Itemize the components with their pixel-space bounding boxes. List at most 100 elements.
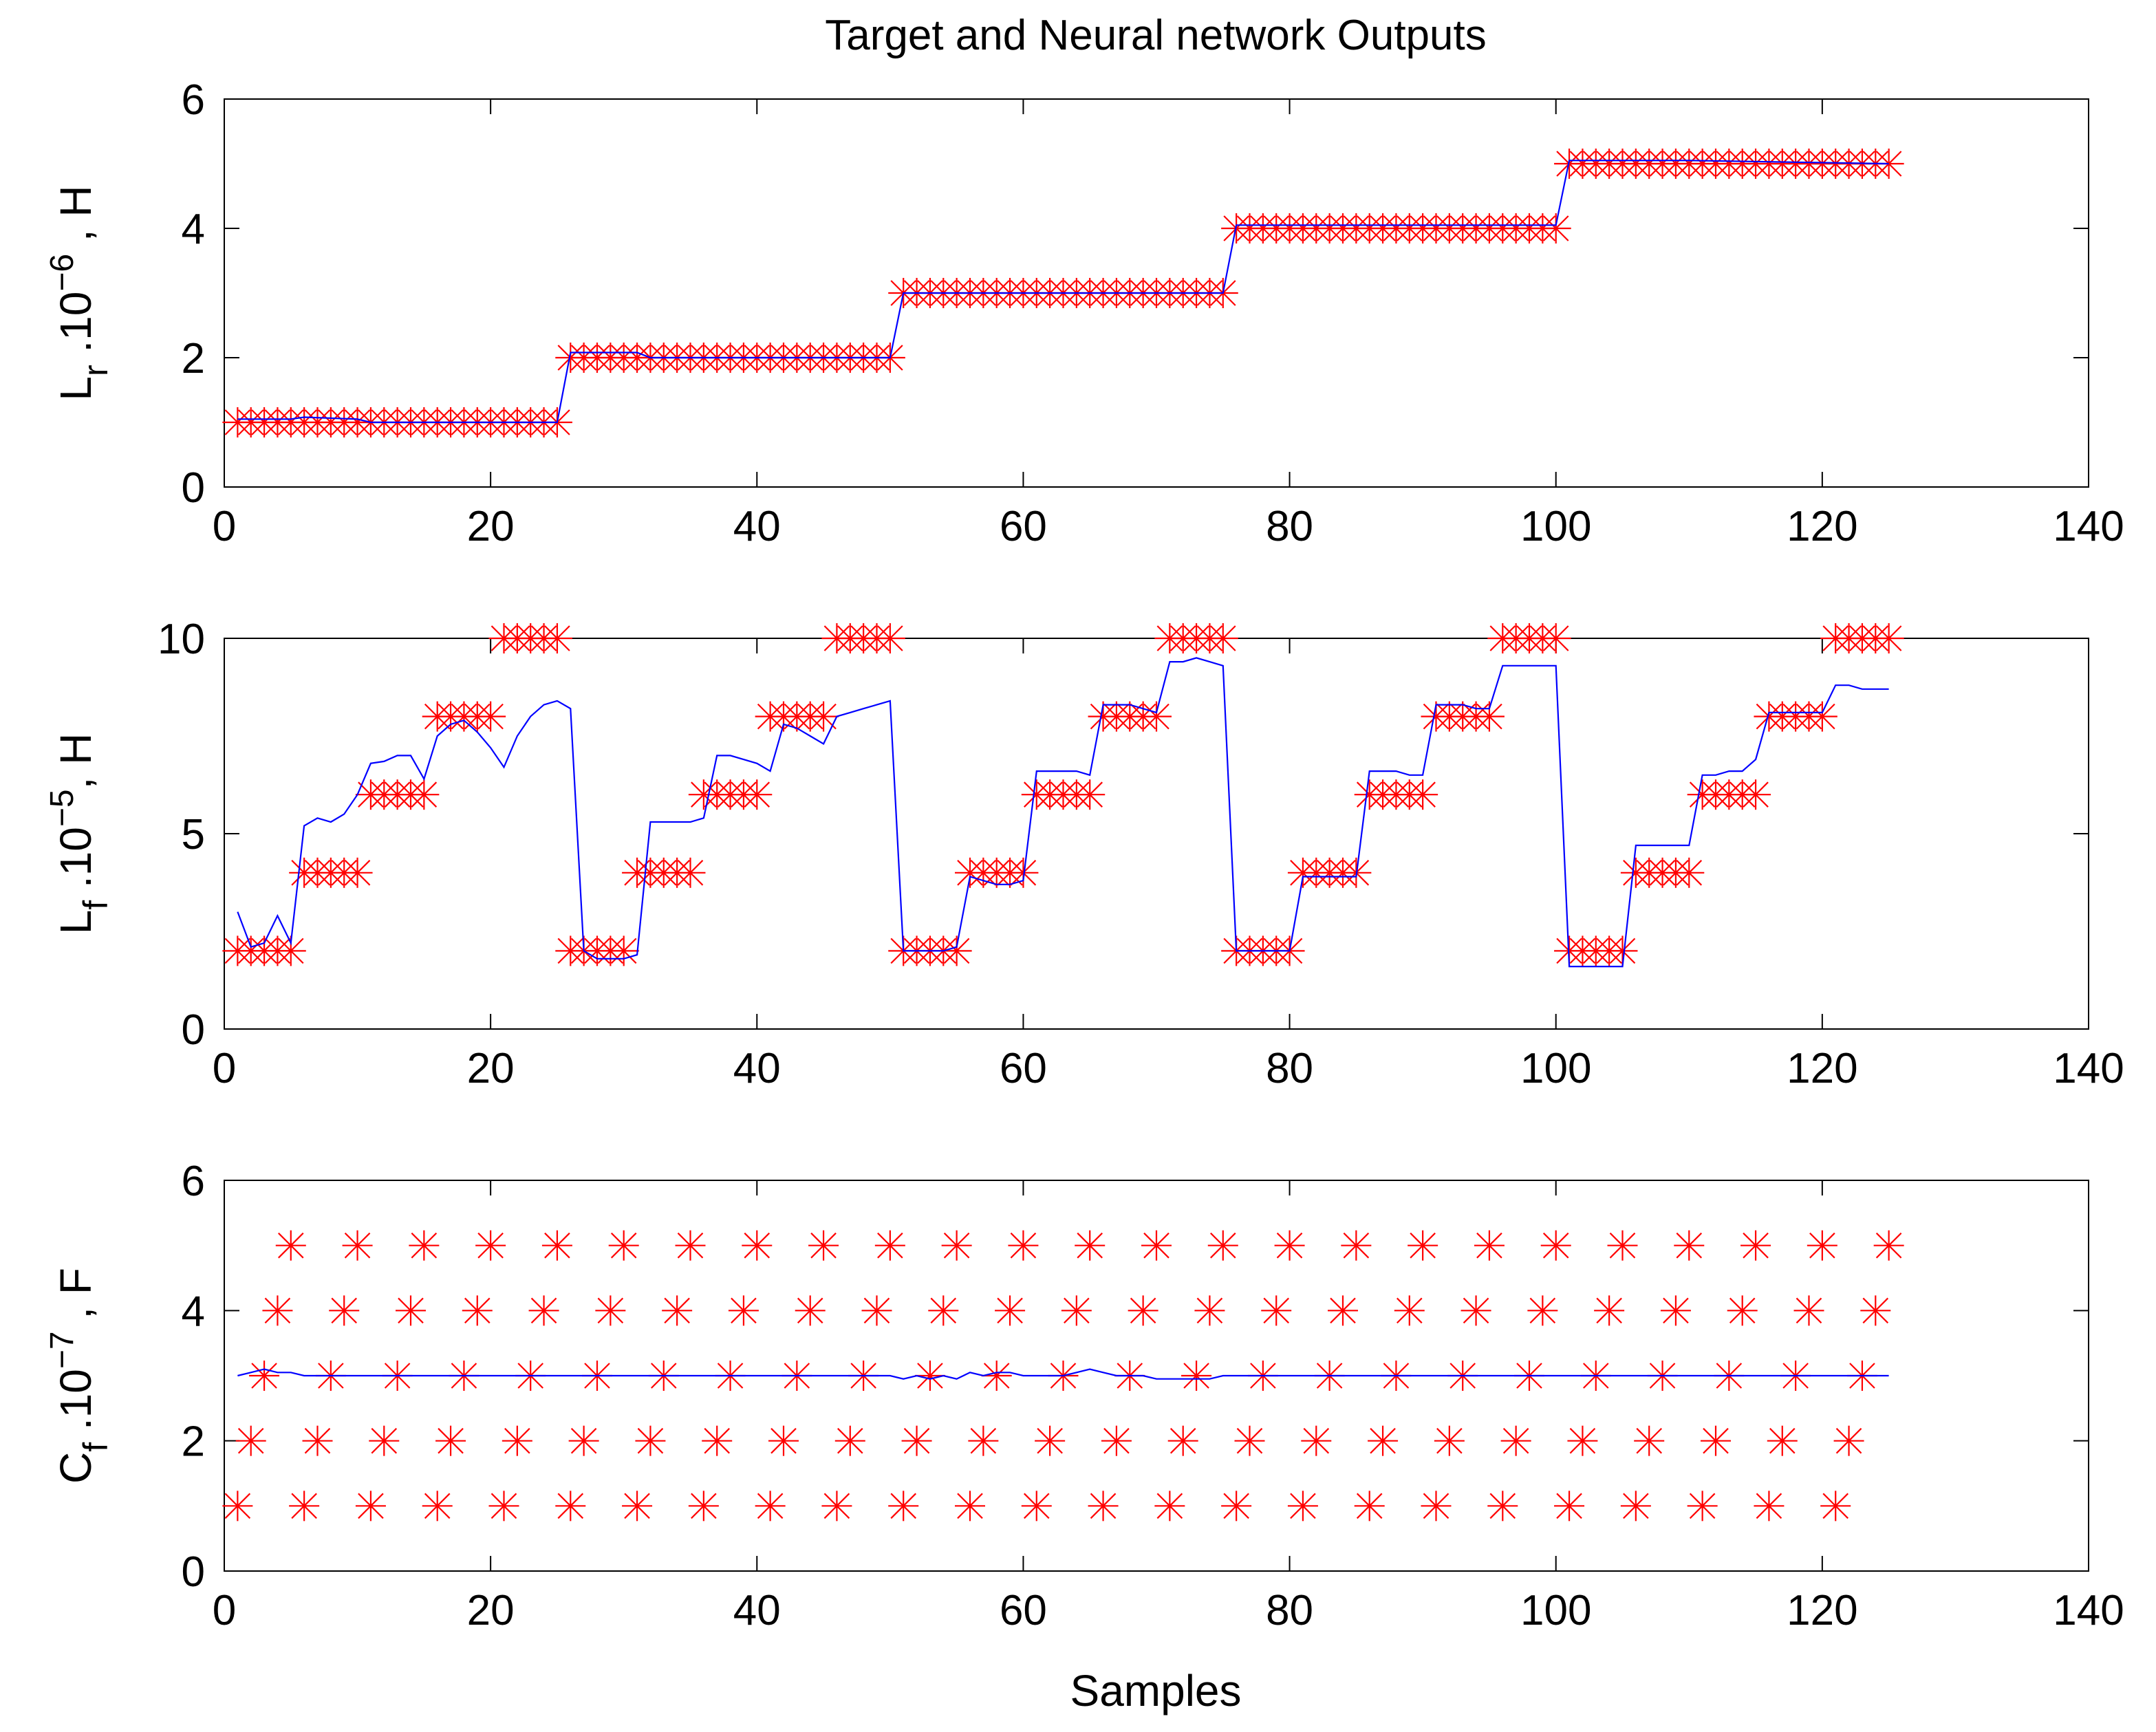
target-point <box>289 1491 320 1522</box>
target-point <box>1221 1491 1252 1522</box>
target-point <box>1354 1491 1385 1522</box>
target-point <box>622 1491 653 1522</box>
axes-box <box>224 98 2089 488</box>
target-point <box>235 1425 266 1456</box>
target-point <box>1687 1491 1718 1522</box>
x-tick-label: 60 <box>1000 1045 1047 1092</box>
target-point <box>1873 623 1904 653</box>
target-point <box>555 1491 586 1522</box>
y-tick-label: 4 <box>182 206 205 253</box>
target-point <box>995 1295 1026 1326</box>
x-tick-label: 140 <box>2053 503 2124 550</box>
target-point <box>821 1491 852 1522</box>
target-point <box>541 1230 572 1261</box>
target-point <box>1500 1425 1531 1456</box>
y-tick-label: 4 <box>182 1288 205 1335</box>
target-point <box>275 1230 306 1261</box>
x-tick-label: 60 <box>1000 1587 1047 1634</box>
target-point <box>1807 701 1837 732</box>
target-point <box>808 701 839 732</box>
target-point <box>1701 1425 1731 1456</box>
target-point <box>1075 779 1106 810</box>
x-tick-label: 20 <box>467 503 515 550</box>
target-point <box>1234 1425 1265 1456</box>
target-point <box>1740 1230 1771 1261</box>
target-point <box>541 623 572 653</box>
target-point <box>462 1295 493 1326</box>
target-point <box>861 1295 892 1326</box>
target-point <box>1141 701 1172 732</box>
target-point <box>728 1295 759 1326</box>
x-tick-label: 80 <box>1266 1045 1313 1092</box>
target-point <box>928 1295 959 1326</box>
target-point <box>1540 1230 1571 1261</box>
x-tick-label: 20 <box>467 1587 515 1634</box>
x-tick-label: 80 <box>1266 1587 1313 1634</box>
target-point <box>302 1425 333 1456</box>
target-point <box>688 1491 719 1522</box>
target-point <box>1740 779 1771 810</box>
target-series <box>222 623 1904 966</box>
output-line <box>237 657 1889 968</box>
target-point <box>1474 701 1505 732</box>
x-tick-label: 0 <box>213 1587 236 1634</box>
target-point <box>1594 1295 1625 1326</box>
target-point <box>1035 1425 1066 1456</box>
y-tick-label: 0 <box>182 1006 205 1054</box>
target-point <box>1767 1425 1798 1456</box>
y-axis-label: Lf .10−5, H <box>44 733 115 935</box>
target-point <box>1860 1295 1891 1326</box>
target-point <box>1754 1491 1785 1522</box>
target-point <box>1207 623 1238 653</box>
target-point <box>1008 1230 1039 1261</box>
target-point <box>488 1491 519 1522</box>
target-point <box>901 1425 932 1456</box>
x-tick-label: 140 <box>2053 1045 2124 1092</box>
target-point <box>1154 1491 1185 1522</box>
target-point <box>874 623 905 653</box>
x-tick-label: 40 <box>733 1587 781 1634</box>
x-tick-label: 100 <box>1520 1045 1591 1092</box>
target-point <box>1075 1230 1106 1261</box>
target-point <box>342 1230 373 1261</box>
target-point <box>1328 1295 1358 1326</box>
target-point <box>502 1425 532 1456</box>
target-point <box>1408 779 1438 810</box>
output-line <box>237 1368 1889 1380</box>
y-axis-label: Lr .10−6 , H <box>44 185 115 400</box>
x-tick-label: 100 <box>1520 1587 1591 1634</box>
target-point <box>968 1425 999 1456</box>
target-point <box>914 1361 945 1391</box>
target-point <box>941 1230 972 1261</box>
target-point <box>1274 1230 1305 1261</box>
y-tick-label: 6 <box>182 1158 205 1205</box>
target-point <box>1008 857 1039 888</box>
y-axis-label: Cf .10−7 , F <box>44 1268 115 1484</box>
target-point <box>1194 1295 1225 1326</box>
target-point <box>329 1295 360 1326</box>
target-point <box>1793 1295 1824 1326</box>
x-tick-label: 100 <box>1520 503 1591 550</box>
target-point <box>1287 1491 1318 1522</box>
target-point <box>675 857 706 888</box>
target-point <box>1674 1230 1705 1261</box>
target-point <box>888 1491 919 1522</box>
y-tick-label: 2 <box>182 1418 205 1466</box>
target-point <box>1181 1361 1212 1391</box>
x-tick-label: 120 <box>1787 1045 1857 1092</box>
target-point <box>1620 1491 1651 1522</box>
target-point <box>755 1491 786 1522</box>
y-tick-label: 6 <box>182 76 205 124</box>
x-tick-label: 140 <box>2053 1587 2124 1634</box>
target-point <box>1021 1491 1052 1522</box>
target-point <box>1207 1230 1238 1261</box>
target-point <box>1368 1425 1399 1456</box>
target-point <box>1061 1295 1092 1326</box>
axes-box <box>224 1180 2089 1572</box>
target-point <box>768 1425 799 1456</box>
target-point <box>262 1295 293 1326</box>
x-tick-label: 60 <box>1000 503 1047 550</box>
axes-box <box>224 638 2089 1030</box>
